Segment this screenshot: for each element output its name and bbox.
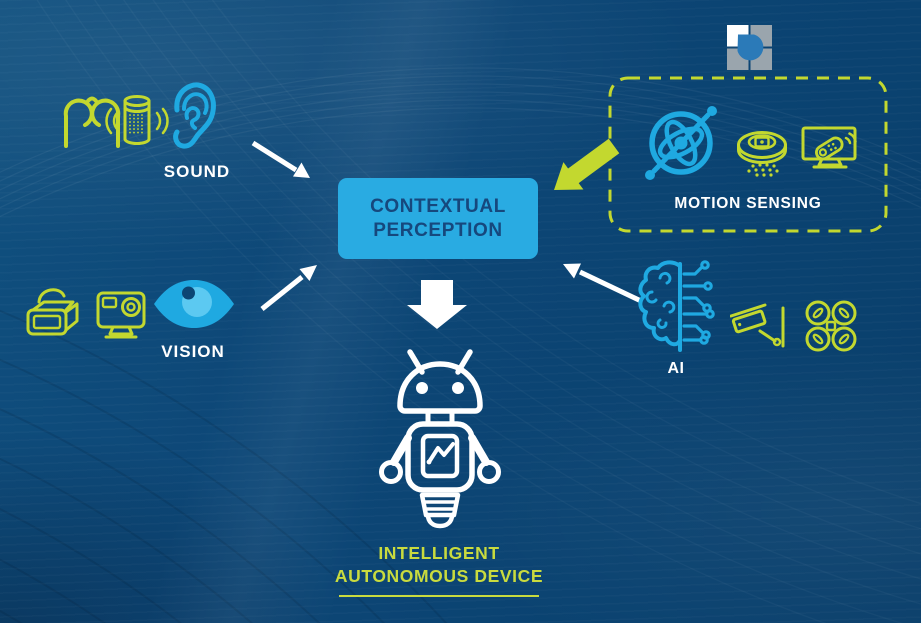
contextual-perception-line2: PERCEPTION	[373, 219, 503, 241]
device-caption: INTELLIGENT AUTONOMOUS DEVICE	[299, 542, 579, 588]
sound-label: SOUND	[163, 162, 231, 181]
action-camera-icon	[96, 291, 146, 339]
caption-underline	[339, 595, 539, 597]
device-caption-line2: AUTONOMOUS DEVICE	[334, 566, 544, 586]
down-arrow	[407, 280, 467, 329]
vr-headset-icon	[26, 288, 79, 336]
tv-game-controller-icon	[801, 126, 857, 169]
ai-arrow	[563, 263, 643, 304]
device-caption-line1: INTELLIGENT	[378, 543, 500, 563]
security-camera-icon	[730, 303, 785, 348]
smart-speaker-icon	[105, 95, 169, 145]
motion-sensing-label: MOTION SENSING	[674, 195, 822, 212]
vision-arrow	[260, 265, 317, 311]
brain-circuit-icon	[638, 260, 715, 352]
ai-label: AI	[667, 360, 685, 377]
eye-icon	[154, 280, 234, 328]
vision-label: VISION	[161, 342, 225, 361]
contextual-perception-box: CONTEXTUAL PERCEPTION	[338, 178, 538, 259]
ear-icon	[173, 82, 216, 149]
robot-vacuum-icon	[737, 131, 787, 177]
sound-arrow	[251, 140, 310, 178]
contextual-perception-line1: CONTEXTUAL	[370, 195, 506, 217]
android-robot	[379, 349, 501, 529]
gyroscope-icon	[645, 106, 717, 180]
drone-icon	[805, 300, 857, 352]
earbuds-icon	[63, 96, 121, 148]
motion-arrow	[554, 138, 620, 190]
blue-drop-logo	[727, 25, 772, 70]
